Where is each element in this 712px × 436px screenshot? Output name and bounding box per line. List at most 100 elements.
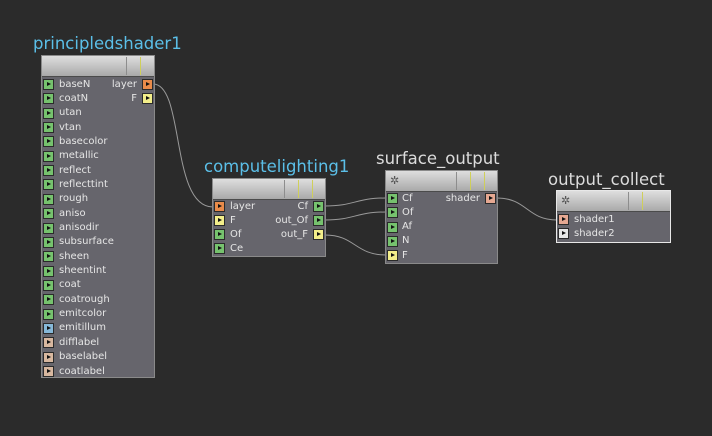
input-port-basecolor[interactable] [43,136,54,148]
node-header[interactable]: ✲ [557,191,670,212]
input-port-baseN[interactable] [43,79,54,90]
input-port-F[interactable] [214,215,225,227]
input-label: difflabel [59,336,100,348]
output-port-out_F[interactable] [313,229,324,241]
node-title-surface-output[interactable]: surface_output [376,149,500,168]
input-port-vtan[interactable] [43,122,54,134]
input-label: shader1 [574,213,615,225]
input-label: vtan [59,121,82,133]
node-title-output-collect[interactable]: output_collect [548,170,665,189]
node-output-collect[interactable]: ✲ [556,190,671,243]
output-label: out_Of [275,214,308,226]
wire-outof-to-of[interactable] [324,211,387,221]
input-label: baselabel [59,351,108,363]
output-port-F[interactable] [142,93,153,104]
bypass-flag[interactable] [628,192,641,210]
input-port-metallic[interactable] [43,150,54,162]
input-label: metallic [59,150,99,162]
bypass-flag[interactable] [284,180,297,198]
bypass-flag[interactable] [126,57,139,75]
node-title-computelighting1[interactable]: computelighting1 [204,157,350,176]
input-port-layer[interactable] [214,201,225,212]
input-port-Of[interactable] [387,207,398,219]
template-flag[interactable] [312,180,325,198]
node-header[interactable] [213,179,325,200]
input-label: Of [402,206,414,218]
input-label: coatrough [59,293,110,305]
input-label: basecolor [59,135,108,147]
input-port-reflecttint[interactable] [43,179,54,191]
node-title-principledshader1[interactable]: principledshader1 [33,34,182,53]
input-label: sheen [59,250,90,262]
input-label: Of [230,228,242,240]
node-header[interactable] [42,56,154,77]
wire-cf-to-cf[interactable] [324,197,387,207]
input-port-baselabel[interactable] [43,351,54,363]
display-flag[interactable] [470,172,483,190]
input-label: reflecttint [59,178,108,190]
input-label: layer [230,200,256,212]
collect-icon: ✲ [561,194,571,207]
node-principledshader1[interactable] [41,55,155,378]
display-flag[interactable] [642,192,655,210]
input-label: reflect [59,164,91,176]
input-port-coatlabel[interactable] [43,366,54,377]
input-label: subsurface [59,236,114,248]
input-port-reflect[interactable] [43,165,54,177]
input-port-coatrough[interactable] [43,294,54,306]
output-label: shader [445,192,480,204]
input-label: Ce [230,242,244,254]
input-label: coatlabel [59,365,105,377]
node-header[interactable]: ✲ [386,171,497,192]
input-label: rough [59,193,89,205]
input-label: utan [59,107,82,119]
input-port-sheentint[interactable] [43,265,54,277]
input-label: emitcolor [59,308,107,320]
input-port-Cf[interactable] [387,193,398,204]
wire-layer-to-layer[interactable] [152,83,214,208]
input-label: aniso [59,207,86,219]
input-port-utan[interactable] [43,107,54,119]
input-label: baseN [59,78,91,90]
output-port-shader[interactable] [485,193,496,204]
display-flag[interactable] [140,57,153,75]
input-label: emitillum [59,322,107,334]
output-label: Cf [297,200,308,212]
input-port-Of[interactable] [214,229,225,241]
input-label: shader2 [574,227,615,239]
display-flag[interactable] [298,180,311,198]
output-port-layer[interactable] [142,79,153,90]
input-label: anisodir [59,222,99,233]
output-port-out_Of[interactable] [313,215,324,227]
node-surface-output[interactable]: ✲ [385,170,498,264]
bypass-flag[interactable] [456,172,469,190]
input-label: sheentint [59,265,107,277]
template-flag[interactable] [484,172,497,190]
output-label: layer [111,78,137,90]
input-port-Af[interactable] [387,221,398,233]
input-port-subsurface[interactable] [43,236,54,248]
input-label: Cf [402,192,413,204]
output-label: out_F [280,228,308,240]
input-port-F[interactable] [387,250,398,262]
node-computelighting1[interactable] [212,178,326,257]
input-label: N [402,235,410,247]
wire-outf-to-f[interactable] [324,234,387,256]
input-port-sheen[interactable] [43,251,54,263]
input-port-aniso[interactable] [43,208,54,220]
wire-shader-to-shader1[interactable] [496,197,558,221]
input-port-shader2[interactable] [558,228,569,239]
input-label: coat [59,279,81,291]
input-label: F [230,214,236,226]
input-port-coat[interactable] [43,279,54,291]
input-port-difflabel[interactable] [43,337,54,349]
output-port-Cf[interactable] [313,201,324,212]
input-port-emitcolor[interactable] [43,308,54,320]
input-port-shader1[interactable] [558,214,569,225]
input-port-Ce[interactable] [214,243,225,255]
input-port-anisodir[interactable] [43,222,54,234]
input-port-coatN[interactable] [43,93,54,105]
input-port-N[interactable] [387,235,398,247]
input-port-rough[interactable] [43,193,54,205]
input-port-emitillum[interactable] [43,322,54,334]
